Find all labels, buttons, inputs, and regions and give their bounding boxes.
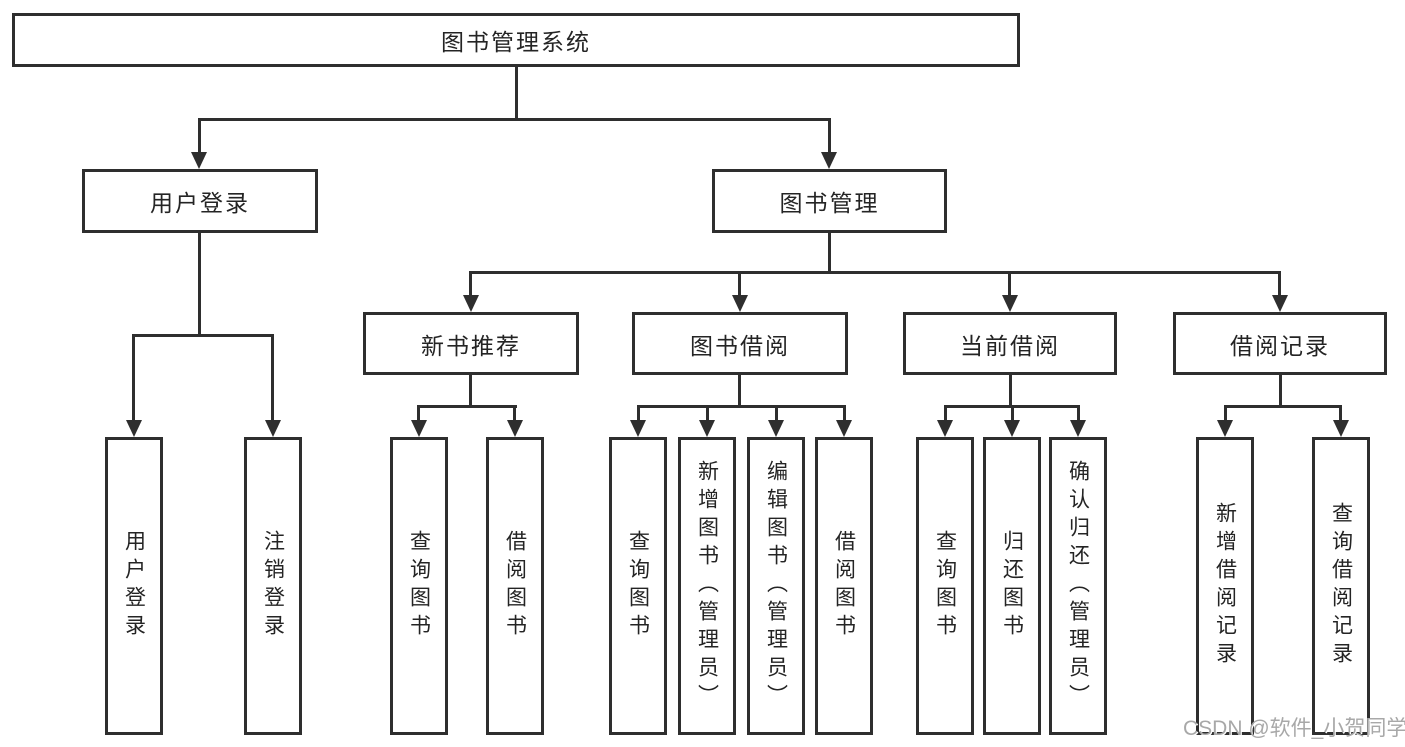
leaf-confirm-return-admin-label: 确认归还（管理员） — [1066, 460, 1090, 712]
connector-line — [828, 118, 831, 154]
connector-line — [1011, 405, 1014, 422]
leaf-borrow-books-label: 借阅图书 — [832, 530, 856, 642]
connector-line — [271, 334, 274, 422]
connector-line — [198, 118, 201, 154]
connector-line — [775, 405, 778, 422]
connector-line — [1224, 405, 1342, 408]
arrow-down-icon — [937, 420, 953, 437]
leaf-user-login-label: 用户登录 — [122, 530, 146, 642]
connector-line — [469, 271, 1281, 274]
arrow-down-icon — [191, 152, 207, 169]
connector-line — [515, 67, 518, 121]
leaf-return-books: 归还图书 — [983, 437, 1041, 735]
connector-line — [198, 233, 201, 337]
arrow-down-icon — [768, 420, 784, 437]
leaf-query-borrow-record-label: 查询借阅记录 — [1329, 502, 1353, 670]
connector-line — [1008, 271, 1011, 297]
connector-line — [417, 405, 420, 422]
leaf-borrow-books: 借阅图书 — [815, 437, 873, 735]
node-book-management-label: 图书管理 — [779, 190, 880, 216]
node-borrow-records-label: 借阅记录 — [1230, 332, 1330, 359]
connector-line — [944, 405, 947, 422]
arrow-down-icon — [1002, 295, 1018, 312]
leaf-return-books-label: 归还图书 — [1000, 530, 1024, 642]
connector-line — [1278, 271, 1281, 297]
leaf-logout-label: 注销登录 — [261, 530, 285, 642]
node-book-borrow-label: 图书借阅 — [690, 332, 790, 359]
arrow-down-icon — [821, 152, 837, 169]
node-borrow-records: 借阅记录 — [1173, 312, 1387, 375]
arrow-down-icon — [732, 295, 748, 312]
connector-line — [132, 334, 135, 422]
node-current-borrow: 当前借阅 — [903, 312, 1117, 375]
connector-line — [469, 271, 472, 297]
connector-line — [1339, 405, 1342, 422]
connector-line — [637, 405, 846, 408]
leaf-query-books: 查询图书 — [609, 437, 667, 735]
arrow-down-icon — [1004, 420, 1020, 437]
connector-line — [1279, 375, 1282, 408]
node-book-management: 图书管理 — [712, 169, 947, 233]
node-root: 图书管理系统 — [12, 13, 1020, 67]
node-user-login-label: 用户登录 — [150, 190, 250, 216]
connector-line — [738, 375, 741, 408]
arrow-down-icon — [699, 420, 715, 437]
connector-line — [469, 375, 472, 408]
arrow-down-icon — [630, 420, 646, 437]
connector-line — [513, 405, 516, 422]
leaf-query-books-label: 查询图书 — [407, 530, 431, 642]
leaf-user-login: 用户登录 — [105, 437, 163, 735]
leaf-query-books-label: 查询图书 — [933, 530, 957, 642]
arrow-down-icon — [463, 295, 479, 312]
leaf-query-books-label: 查询图书 — [626, 530, 650, 642]
node-user-login: 用户登录 — [82, 169, 318, 233]
node-current-borrow-label: 当前借阅 — [960, 332, 1060, 359]
leaf-add-books-admin-label: 新增图书（管理员） — [695, 460, 719, 712]
connector-line — [828, 233, 831, 274]
leaf-query-books: 查询图书 — [916, 437, 974, 735]
leaf-borrow-books-label: 借阅图书 — [503, 530, 527, 642]
connector-line — [132, 334, 274, 337]
watermark: CSDN @软件_小贺同学 — [1183, 717, 1405, 740]
arrow-down-icon — [1217, 420, 1233, 437]
arrow-down-icon — [1070, 420, 1086, 437]
connector-line — [417, 405, 517, 408]
arrow-down-icon — [411, 420, 427, 437]
node-book-borrow: 图书借阅 — [632, 312, 848, 375]
leaf-edit-books-admin-label: 编辑图书（管理员） — [764, 460, 788, 712]
arrow-down-icon — [836, 420, 852, 437]
arrow-down-icon — [1333, 420, 1349, 437]
connector-line — [706, 405, 709, 422]
leaf-query-borrow-record: 查询借阅记录 — [1312, 437, 1370, 735]
connector-line — [1077, 405, 1080, 422]
node-new-book-recommend: 新书推荐 — [363, 312, 579, 375]
connector-line — [198, 118, 831, 121]
leaf-confirm-return-admin: 确认归还（管理员） — [1049, 437, 1107, 735]
leaf-logout: 注销登录 — [244, 437, 302, 735]
node-root-label: 图书管理系统 — [441, 29, 591, 55]
leaf-borrow-books: 借阅图书 — [486, 437, 544, 735]
connector-line — [637, 405, 640, 422]
leaf-add-borrow-record-label: 新增借阅记录 — [1213, 502, 1237, 670]
connector-line — [1224, 405, 1227, 422]
connector-line — [738, 271, 741, 297]
arrow-down-icon — [126, 420, 142, 437]
arrow-down-icon — [265, 420, 281, 437]
arrow-down-icon — [507, 420, 523, 437]
leaf-add-borrow-record: 新增借阅记录 — [1196, 437, 1254, 735]
leaf-query-books: 查询图书 — [390, 437, 448, 735]
node-new-book-recommend-label: 新书推荐 — [421, 332, 521, 359]
connector-line — [843, 405, 846, 422]
leaf-add-books-admin: 新增图书（管理员） — [678, 437, 736, 735]
leaf-edit-books-admin: 编辑图书（管理员） — [747, 437, 805, 735]
arrow-down-icon — [1272, 295, 1288, 312]
connector-line — [1009, 375, 1012, 408]
